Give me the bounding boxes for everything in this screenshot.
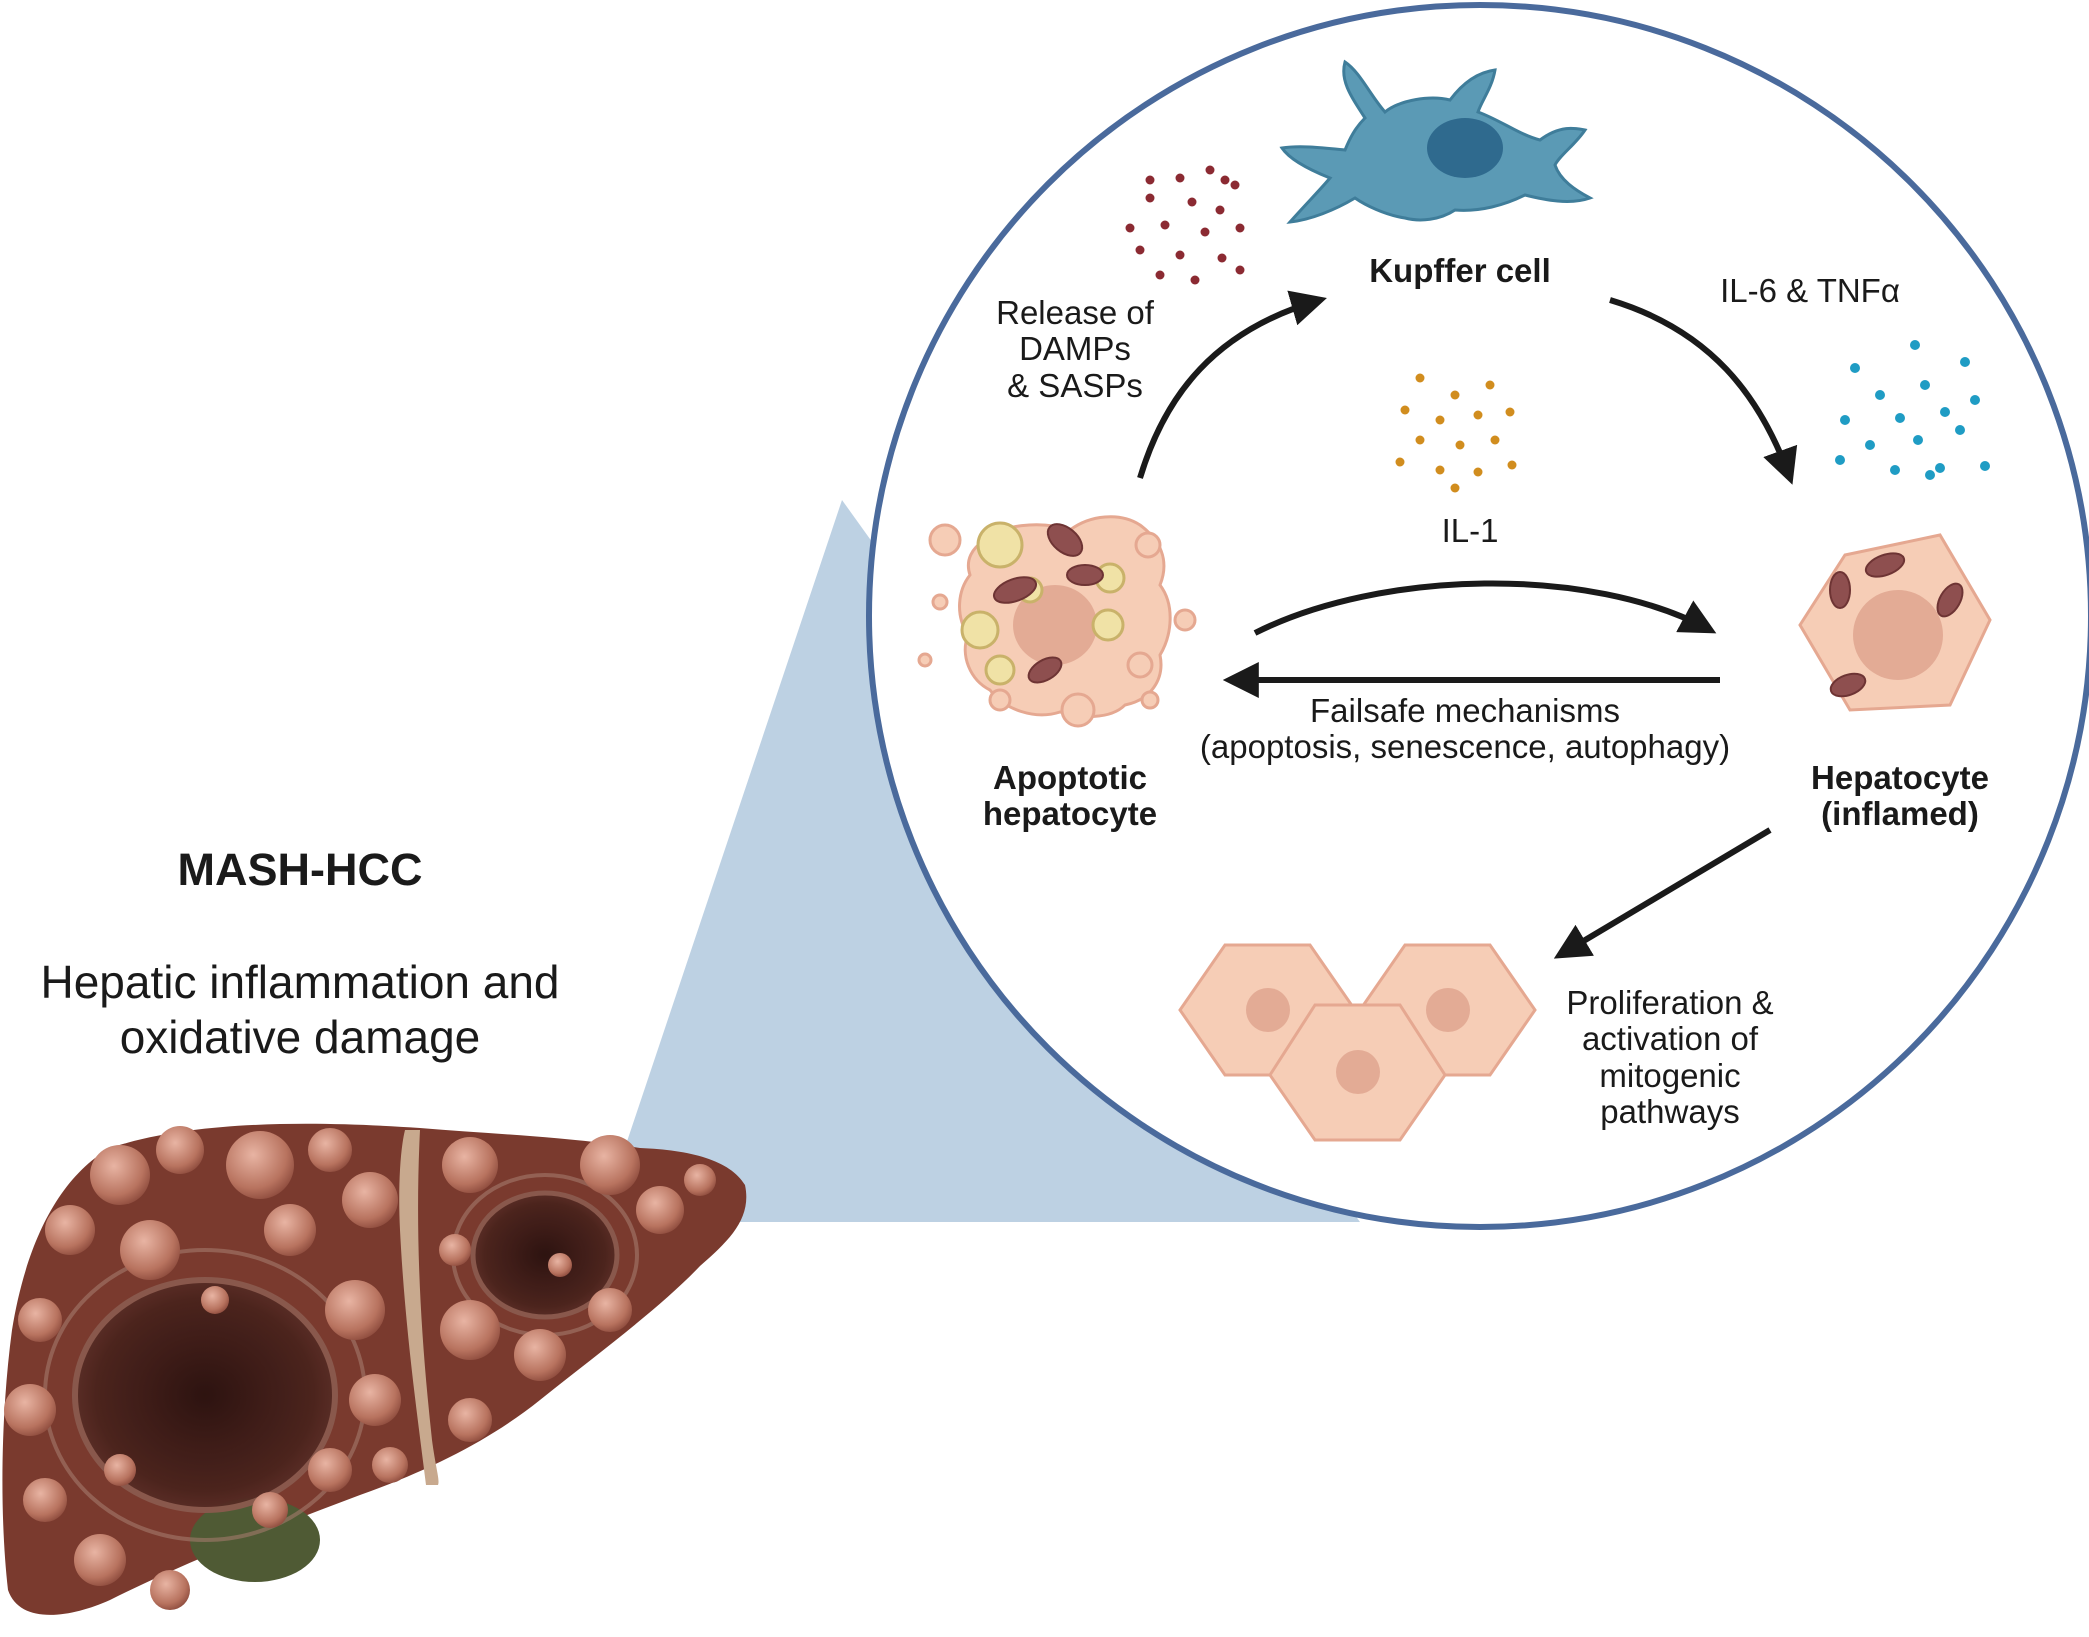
- liver-ligament: [399, 1130, 439, 1485]
- tumor-large: [72, 1277, 338, 1513]
- failsafe-label: Failsafe mechanisms (apoptosis, senescen…: [1199, 692, 1731, 766]
- liver-nodules: [4, 1126, 716, 1610]
- arrow-il1-to-hepatocyte: [1253, 580, 1717, 636]
- il6-tnf-label: IL-6 & TNFα: [1720, 272, 1900, 309]
- arrow-hepatocyte-to-proliferation: [1553, 827, 1772, 959]
- il6-dots: [1835, 340, 1990, 480]
- damp-dots: [1125, 165, 1245, 285]
- il1-dots: [1395, 373, 1517, 493]
- kupffer-cell-label: Kupffer cell: [1369, 252, 1551, 289]
- figure-title: MASH-HCC: [177, 844, 423, 895]
- inflamed-hepatocyte-label: Hepatocyte (inflamed): [1811, 759, 1989, 833]
- liver-icon: [2, 1123, 747, 1615]
- apoptotic-hepatocyte-icon: [917, 515, 1197, 728]
- arrow-apoptotic-to-kupffer: [1137, 290, 1327, 479]
- proliferation-label: Proliferation & activation of mitogenic …: [1566, 984, 1774, 1130]
- proliferating-hepatocytes-icon: [1178, 943, 1537, 1142]
- tumor-small: [470, 1190, 620, 1320]
- figure-subtitle: Hepatic inflammation and oxidative damag…: [40, 956, 560, 1064]
- inflamed-hepatocyte-icon: [1798, 533, 1992, 712]
- apoptotic-hepatocyte-label: Apoptotic hepatocyte: [982, 759, 1158, 833]
- kupffer-nucleus: [1427, 118, 1503, 178]
- il1-label: IL-1: [1441, 512, 1499, 549]
- magnified-view-circle: [866, 2, 2089, 1230]
- arrow-kupffer-to-hepatocyte: [1609, 297, 1798, 485]
- damps-label: Release of DAMPs & SASPs: [996, 294, 1154, 404]
- kupffer-cell-icon: [1279, 59, 1594, 224]
